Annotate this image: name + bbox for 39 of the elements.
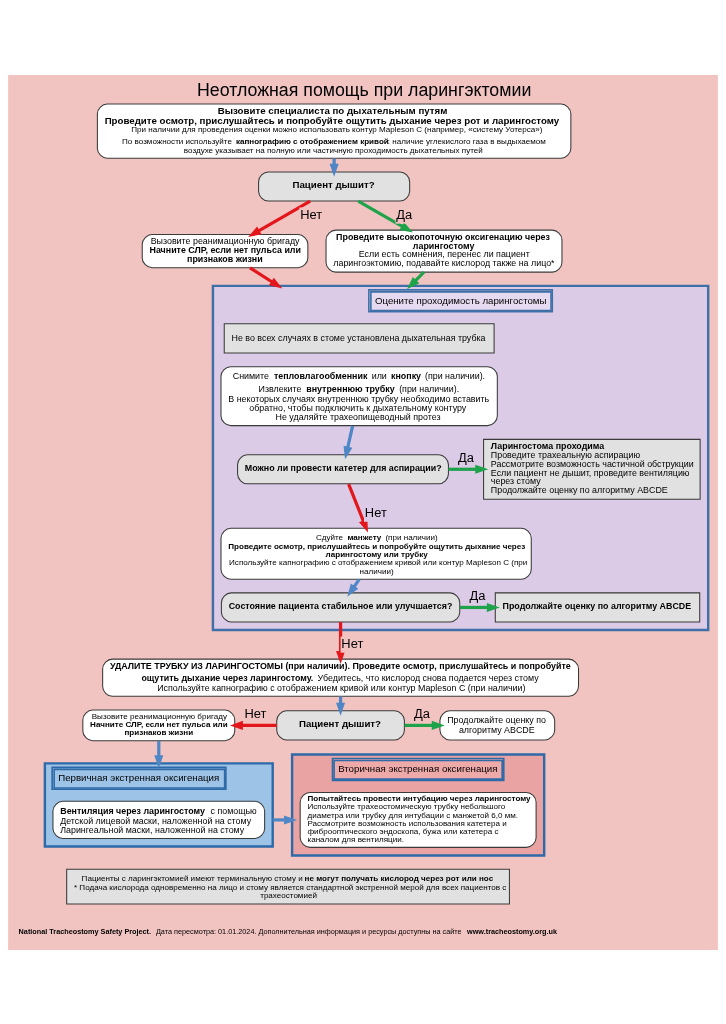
node-box: Пациент дышит? (276, 709, 405, 740)
node-box: Пациент дышит? (258, 170, 411, 202)
arrow (347, 483, 368, 533)
node-box: Вентиляция через ларингостому с помощью Детской лицевой маски, наложенной на стому Ларингеальной маски, наложенной на стому (52, 800, 266, 839)
node-box: Вызовите специалиста по дыхательным путям Проведите осмотр, прислушайтесь и попробуйте ощутить дыхание через рот и ларингостому При наличии для проведения оценки можно использовать контур Mapleson C (например, «систему Уотерса») По возможности используйте капнографию с отображением кривой: наличие углекислого газа в выдыхаемом воздухе указывает на полную или частичную проходимость дыхательных путей (96, 103, 572, 159)
node-box: Продолжайте оценку по алгоритму ABCDE (494, 591, 701, 622)
node-box: Вызовите реанимационную бригаду Начните СЛР, если нет пульса или признаков жизни (82, 709, 236, 741)
node-box: Попытайтесь провести интубацию через ларингостому Используйте трахеостомическую трубку небольшого диаметра или трубку для интубации с манжетой 6,0 мм. Рассмотрите возможность использования катетера и фиброоптического эндоскопа, бужа или катетера с каналом для вентиляции. (299, 791, 537, 848)
arrow (404, 720, 445, 730)
arrow (248, 199, 311, 237)
edge-label: Нет (341, 635, 364, 651)
node-box: Состояние пациента стабильное или улучшается? (220, 591, 461, 622)
arrow (336, 621, 346, 664)
node-box: Вызовите реанимационную бригаду Начните СЛР, если нет пульса или признаков жизни (141, 233, 309, 268)
arrow (448, 464, 489, 474)
node-box: УДАЛИТЕ ТРУБКУ ИЗ ЛАРИНГОСТОМЫ (при наличии). Проведите осмотр, прислушайтесь и попробуйте ощутить дыхание через ларингостому. Убедитесь, что кислород снова подается через стому Используйте капнографию с отображением кривой или контур Mapleson C (при наличии) (102, 658, 580, 697)
edge-label: Да (457, 449, 474, 465)
arrow (406, 270, 426, 289)
diagram-title: Неотложная помощь при ларингэктомии (196, 79, 532, 100)
arrow (229, 720, 277, 730)
arrow (460, 602, 500, 612)
node-box: Проведите высокопоточную оксигенацию через ларингостому Если есть сомнения, перенес ли пациент ларингоэктомию, подавайте кислород также на лицо* (325, 229, 563, 273)
edge-label: Да (469, 587, 486, 603)
arrow (272, 814, 297, 824)
node-box: Пациенты с ларингэктомией имеют терминальную стому и не могут получать кислород через рот или нос * Подача кислорода одновременно на лицо и стому является стандартной экстренной мерой для всех пациентов с трахеостомией (66, 868, 510, 904)
label: National Tracheostomy Safety Project. Дата пересмотра: 01.01.2024. Дополнительная информация и ресурсы доступны на сайте www.tracheostomy.org.uk (18, 926, 558, 936)
node-box: Снимите тепловлагообменник или кнопку (при наличии). Извлеките внутреннюю трубку (при наличии). В некоторых случаях внутреннюю трубку необходимо вставить обратно, чтобы подключить к дыхательному контуру Не удаляйте трахеопищеводный протез (220, 365, 498, 426)
edge-label: Нет (364, 504, 387, 520)
arrow (343, 425, 355, 459)
edge-label: Да (414, 705, 431, 721)
edge-label: Нет (300, 206, 323, 222)
node-box: Продолжайте оценку по алгоритму ABCDE (439, 709, 556, 740)
arrow (249, 266, 283, 288)
node-box: Не во всех случаях в стоме установлена дыхательная трубка (223, 322, 495, 353)
node-box: Ларингостома проходима Проведите трахеальную аспирацию Рассмотрите возможность частичной обструкции Если пациент не дышит, проведите вентиляцию через стому Продолжайте оценку по алгоритму ABCDE (483, 438, 701, 500)
edge-label: Да (396, 206, 413, 222)
node-box: Сдуйте манжету (при наличии) Проведите осмотр, прислушайтесь и попробуйте ощутить дыхание через ларингостому или трубку Используйте капнографию с отображением кривой или контур Mapleson C (при наличии) (220, 527, 532, 580)
edge-label: Нет (244, 705, 267, 721)
node-box: Можно ли провести катетер для аспирации? (237, 453, 449, 484)
